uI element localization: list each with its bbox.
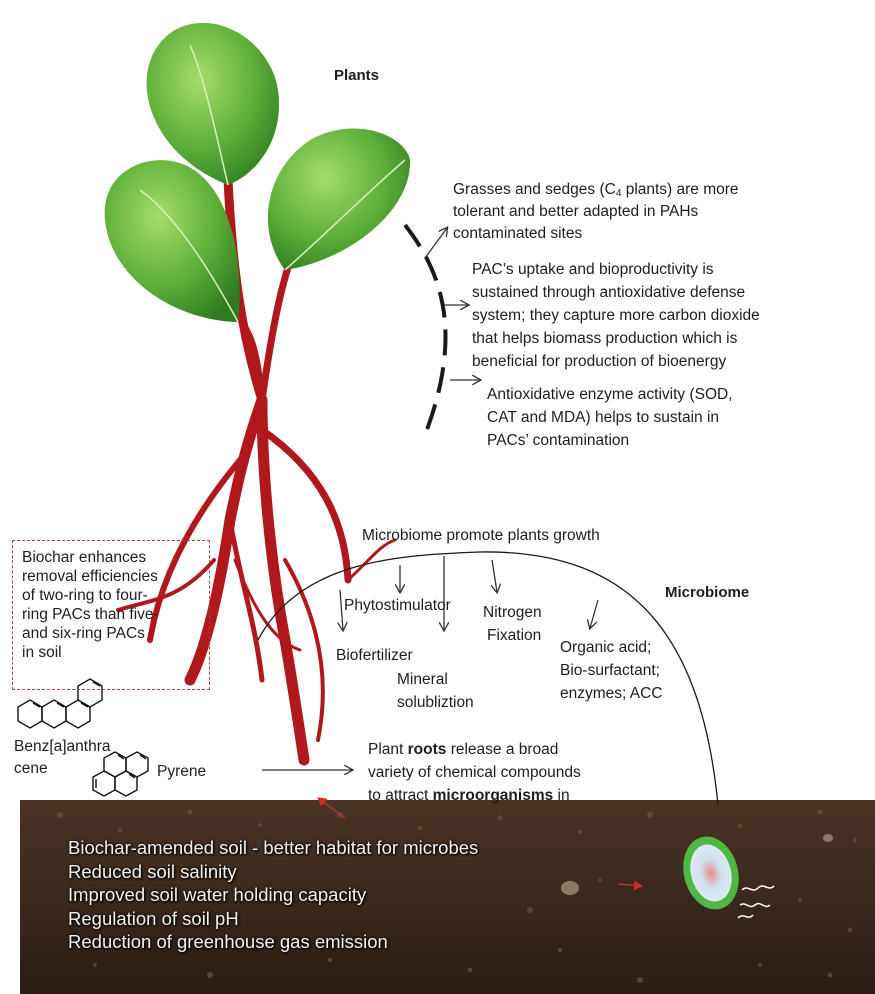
nitrogen-label-line1: Nitrogen <box>483 603 542 622</box>
biochar-note-line: and six-ring PACs <box>22 624 159 643</box>
soil-benefit-item: Regulation of soil pH <box>68 907 478 931</box>
plant-note-enzyme-line1: Antioxidative enzyme activity (SOD, <box>487 385 733 404</box>
plant-note-uptake-line4: that helps biomass production which is <box>472 329 737 348</box>
benzanthracene-label-line2: cene <box>14 759 48 778</box>
plant-note-c4-line1: Grasses and sedges (C4 plants) are more <box>453 180 739 203</box>
soil-benefit-item: Reduction of greenhouse gas emission <box>68 930 478 954</box>
pyrene-structure-icon <box>93 752 148 796</box>
arrow-note1 <box>425 228 447 258</box>
plant-note-uptake-line5: beneficial for production of bioenergy <box>472 352 726 371</box>
plant-note-enzyme-line3: PACs’ contamination <box>487 431 629 450</box>
pyrene-label: Pyrene <box>157 762 206 781</box>
mineral-label-line1: Mineral <box>397 670 448 689</box>
biochar-note-line: in soil <box>22 643 159 662</box>
biochar-note-line: ring PACs than five- <box>22 605 159 624</box>
roots-note-line1: Plant roots release a broad <box>368 740 558 759</box>
organic-label-line1: Organic acid; <box>560 638 651 657</box>
plant-note-uptake-line3: system; they capture more carbon dioxide <box>472 306 760 325</box>
nitrogen-label-line2: Fixation <box>487 626 541 645</box>
soil-benefit-item: Reduced soil salinity <box>68 860 478 884</box>
biochar-note-text: Biochar enhances removal efficiencies of… <box>22 548 159 662</box>
benzanthracene-label-line1: Benz[a]anthra <box>14 737 111 756</box>
plant-note-c4-line3: contaminated sites <box>453 224 582 243</box>
plant-note-uptake-line2: sustained through antioxidative defense <box>472 283 745 302</box>
biochar-note-line: Biochar enhances <box>22 548 159 567</box>
plants-title: Plants <box>334 66 379 85</box>
mineral-label-line2: solubliztion <box>397 693 474 712</box>
dashed-curve <box>405 225 445 435</box>
phytostimulator-label: Phytostimulator <box>344 596 451 615</box>
microbiome-title: Microbiome <box>665 583 749 602</box>
microbiome-header: Microbiome promote plants growth <box>362 526 600 545</box>
biofertilizer-label: Biofertilizer <box>336 646 413 665</box>
plant-note-c4-line2: tolerant and better adapted in PAHs <box>453 202 698 221</box>
roots-note-line2: variety of chemical compounds <box>368 763 581 782</box>
plant-note-uptake-line1: PAC’s uptake and bioproductivity is <box>472 260 714 279</box>
organic-label-line3: enzymes; ACC <box>560 684 663 703</box>
biochar-note-line: removal efficiencies <box>22 567 159 586</box>
plant-note-enzyme-line2: CAT and MDA) helps to sustain in <box>487 408 719 427</box>
soil-benefit-item: Improved soil water holding capacity <box>68 883 478 907</box>
organic-label-line2: Bio-surfactant; <box>560 661 660 680</box>
soil-benefits-list: Biochar-amended soil - better habitat fo… <box>68 836 478 954</box>
microbiome-arrows <box>340 556 598 630</box>
biochar-note-line: of two-ring to four- <box>22 586 159 605</box>
roots-note-line3: to attract microorganisms in <box>368 786 570 805</box>
soil-benefit-item: Biochar-amended soil - better habitat fo… <box>68 836 478 860</box>
